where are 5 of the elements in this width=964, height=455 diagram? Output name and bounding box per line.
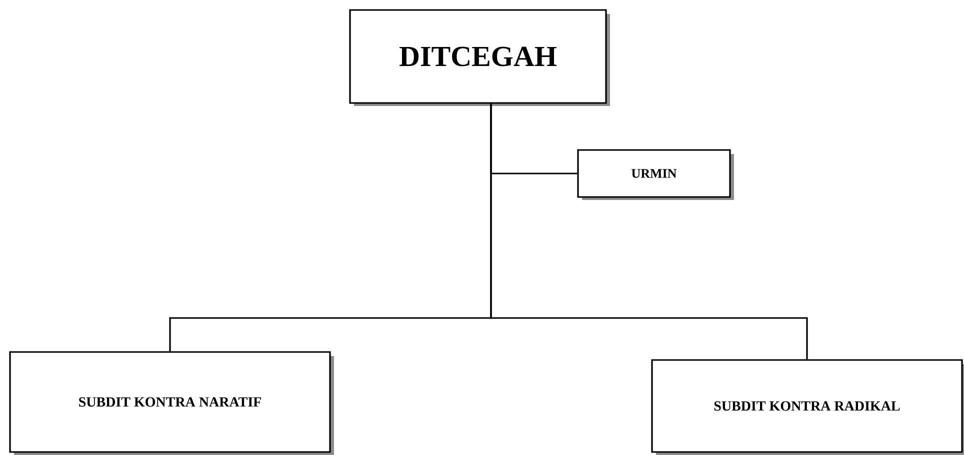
org-box: SUBDIT KONTRA NARATIF bbox=[9, 351, 334, 455]
org-box: DITCEGAH bbox=[349, 9, 610, 106]
org-box: SUBDIT KONTRA RADIKAL bbox=[651, 359, 964, 455]
org-box: URMIN bbox=[577, 149, 734, 200]
connector-line bbox=[490, 104, 808, 360]
